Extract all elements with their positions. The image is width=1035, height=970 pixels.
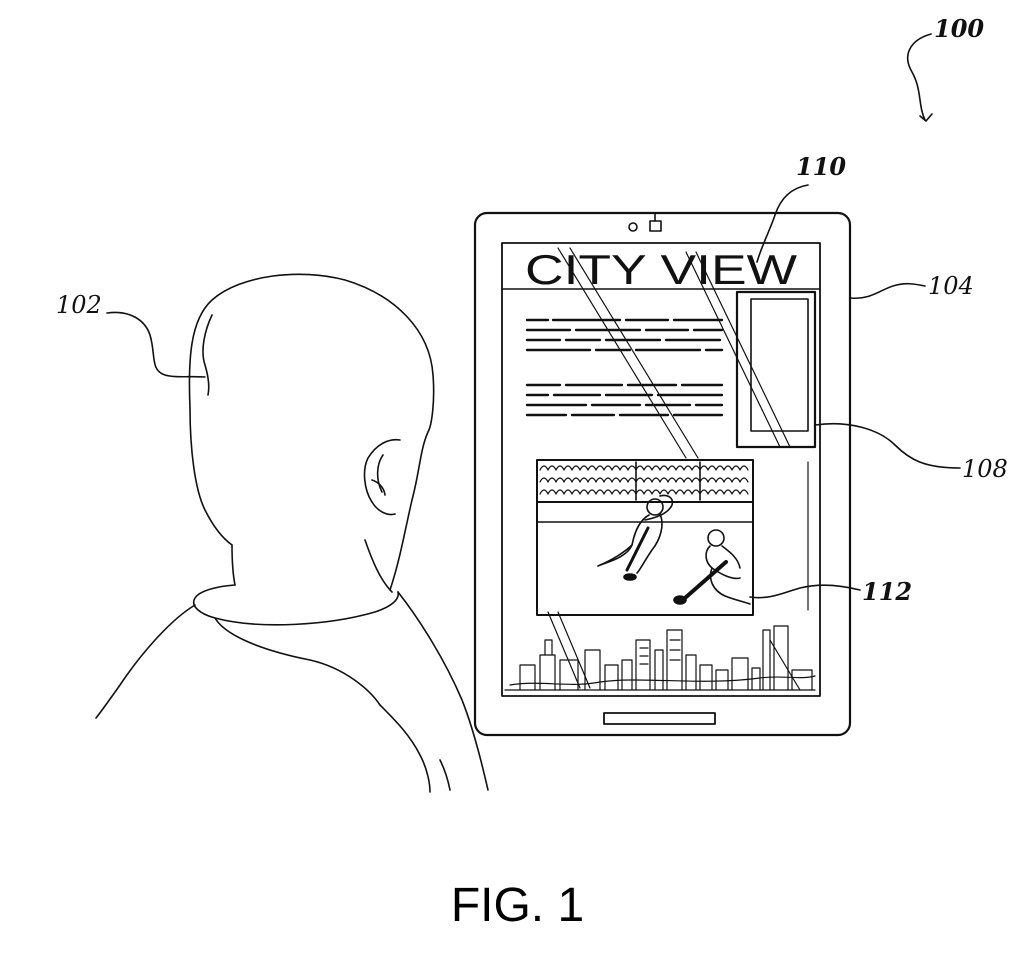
highlighted-ad-region: [735, 290, 961, 469]
video-region: [536, 459, 861, 616]
leader-100: [906, 33, 932, 121]
article-text-lines: [525, 318, 724, 417]
ref-label-102: 102: [56, 291, 102, 319]
ref-label-110: 110: [796, 152, 847, 181]
hockey-player-left: [597, 494, 674, 581]
city-skyline: [504, 625, 816, 691]
ref-label-104: 104: [928, 272, 974, 300]
arrowhead-100: [919, 113, 933, 122]
leader-110: [756, 184, 809, 263]
screen-headline: CITY VIEW: [525, 246, 797, 293]
tablet-device: [473, 211, 926, 737]
screen-glare-lines: [547, 247, 809, 691]
ref-label-112: 112: [862, 577, 913, 606]
hockey-player-right: [673, 529, 751, 605]
ref-label-108: 108: [962, 455, 1008, 483]
figure-caption: FIG. 1: [450, 879, 585, 932]
person-outline: [95, 273, 489, 793]
ref-label-100: 100: [934, 14, 985, 43]
